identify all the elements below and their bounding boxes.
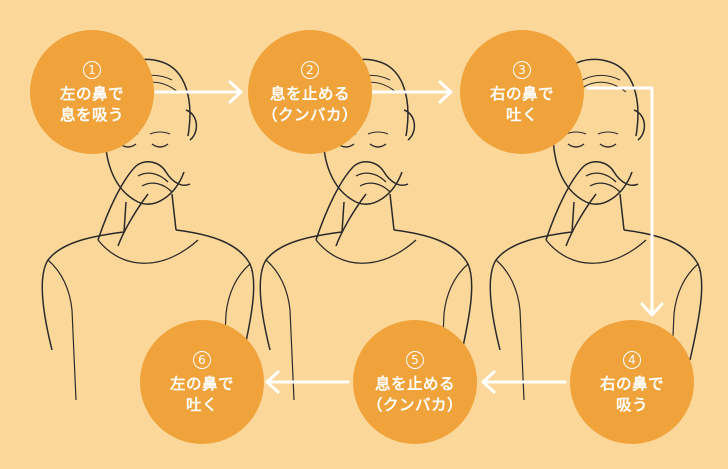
arrow-4-to-5 (481, 370, 567, 394)
step-label-line1: 息を止める (374, 374, 455, 393)
step-label-line1: 息を止める (269, 84, 350, 103)
step-label-line2: （クンバカ） (261, 105, 358, 124)
arrow-2-to-3 (368, 80, 453, 104)
step-5-circle: 5 息を止める （クンバカ） (353, 320, 477, 444)
step-label-line2: 息を吸う (59, 105, 124, 124)
step-3-circle: 3 右の鼻で 吐く (460, 30, 584, 154)
step-number: 5 (406, 350, 424, 369)
step-label-line2: 吐く (185, 395, 218, 414)
step-4-circle: 4 右の鼻で 吸う (570, 320, 694, 444)
step-number: 4 (623, 350, 641, 369)
step-2-circle: 2 息を止める （クンバカ） (248, 30, 372, 154)
step-label-line1: 右の鼻で (489, 84, 554, 103)
arrow-5-to-6 (265, 370, 350, 394)
step-label-line1: 右の鼻で (599, 374, 664, 393)
step-1-circle: 1 左の鼻で 息を吸う (30, 30, 154, 154)
step-label-line1: 左の鼻で (169, 374, 234, 393)
step-number: 3 (513, 60, 531, 79)
arrow-1-to-2 (154, 80, 243, 104)
step-number: 1 (83, 60, 101, 79)
step-label-line2: 吐く (505, 105, 538, 124)
step-6-circle: 6 左の鼻で 吐く (140, 320, 264, 444)
arrow-3-to-4 (586, 86, 664, 317)
step-number: 2 (301, 60, 319, 79)
step-label-line2: （クンバカ） (366, 395, 463, 414)
step-label-line2: 吸う (615, 395, 648, 414)
step-number: 6 (193, 350, 211, 369)
step-label-line1: 左の鼻で (59, 84, 124, 103)
